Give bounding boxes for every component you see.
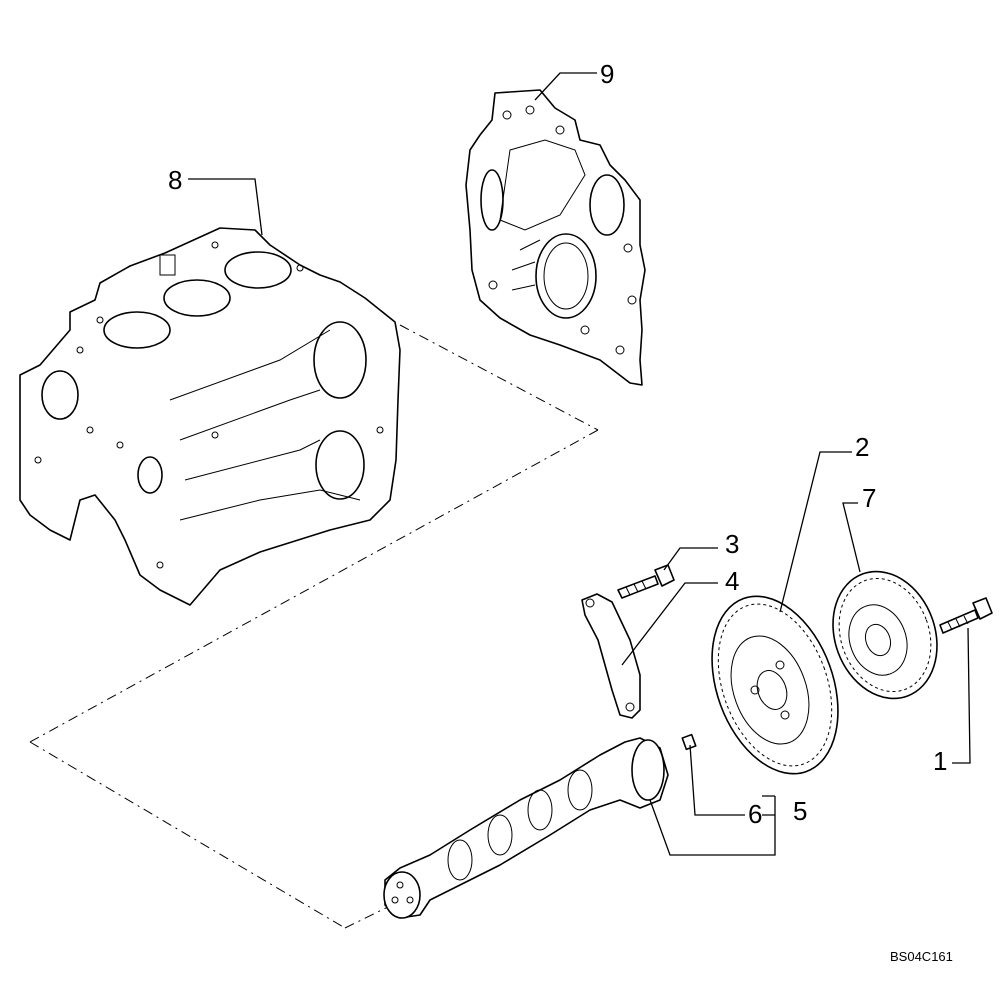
timing-cover [465, 89, 646, 386]
callout-2: 2 [855, 432, 869, 462]
callout-9: 9 [600, 59, 614, 89]
callout-1: 1 [933, 746, 947, 776]
callout-8: 8 [168, 165, 182, 195]
retaining-plate [581, 593, 641, 719]
callout-3: 3 [725, 529, 739, 559]
callout-6: 6 [748, 799, 762, 829]
bolt-1 [939, 597, 993, 634]
idler-gear [832, 570, 938, 700]
callout-4: 4 [725, 566, 739, 596]
drawing-code: BS04C161 [890, 949, 953, 964]
callout-5: 5 [793, 796, 807, 826]
bolt-3 [617, 564, 675, 599]
callout-labels: 9 8 2 7 3 4 1 6 5 BS04C161 [168, 59, 953, 964]
leader-lines [188, 72, 971, 856]
camshaft-gear [711, 595, 839, 775]
camshaft [383, 737, 669, 919]
alignment-dashed-lines [29, 324, 599, 929]
engine-block [19, 227, 401, 606]
callout-7: 7 [862, 483, 876, 513]
dowel-pin [681, 733, 697, 751]
